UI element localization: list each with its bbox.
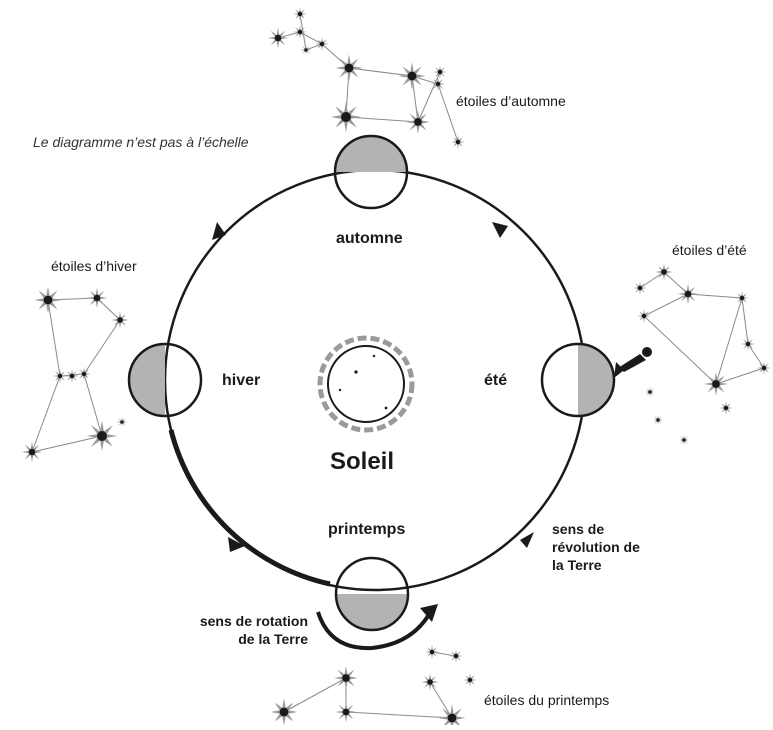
sun-label: Soleil (330, 448, 395, 475)
sunspot (372, 354, 376, 358)
star-icon (648, 390, 652, 394)
rotation-line-2: de la Terre (238, 631, 308, 647)
revolution-line-3: la Terre (552, 557, 602, 573)
star-icon (57, 373, 63, 379)
star-icon (453, 653, 459, 659)
star-icon (723, 405, 729, 411)
orbit-thick-segment (168, 429, 331, 587)
star-icon (429, 649, 435, 655)
star-icon (117, 317, 123, 323)
winter-label: hiver (222, 372, 261, 389)
star-icon (43, 295, 53, 305)
autumn-label: automne (336, 230, 403, 247)
earth-spring (334, 556, 410, 632)
star-icon (120, 420, 124, 424)
star-icon (761, 365, 767, 371)
spring-stars-label: étoiles du printemps (484, 692, 610, 708)
star-icon (682, 438, 686, 442)
earth-winter (127, 342, 203, 418)
star-icon (455, 139, 461, 145)
star-icon (97, 431, 107, 441)
star-icon (447, 713, 457, 723)
orbit-arrow-icon (228, 537, 245, 552)
constellation-summer (639, 271, 765, 385)
star-icon (69, 373, 75, 379)
star-icon (684, 290, 692, 298)
star-icon (274, 34, 282, 42)
star-icon (427, 679, 433, 685)
summer-label: été (484, 372, 508, 389)
star-icon (341, 112, 351, 122)
star-icon (407, 71, 417, 81)
orbit-arrow-icon (492, 222, 508, 238)
constellation-spring (283, 651, 457, 719)
star-icon (342, 674, 350, 682)
sun-glow (317, 335, 415, 433)
star-icon (467, 677, 473, 683)
star-icon (319, 41, 325, 47)
star-icon (437, 69, 443, 75)
scale-note: Le diagramme n’est pas à l’échelle (33, 134, 249, 150)
star-icon (656, 418, 660, 422)
orbit-arrow-icon (520, 532, 534, 548)
star-icon (93, 294, 101, 302)
star-icon (661, 269, 667, 275)
constellation-winter (31, 297, 121, 453)
star-icon (641, 313, 647, 319)
star-icon (712, 380, 720, 388)
rotation-line-1: sens de rotation (199, 613, 308, 629)
star-icon (297, 11, 303, 17)
star-icon (279, 707, 289, 717)
sunspot (354, 370, 358, 374)
star-icon (304, 48, 308, 52)
orbit-arrow-icon (212, 222, 226, 240)
star-icon (745, 341, 751, 347)
sun (327, 345, 405, 423)
stars (21, 7, 771, 730)
spring-label: printemps (328, 521, 406, 538)
rotation-arrow-icon (316, 611, 430, 651)
person-icon (614, 347, 652, 378)
star-icon (344, 63, 354, 73)
rotation-arrow-head (420, 604, 438, 622)
constellation-autumn (277, 13, 459, 143)
star-icon (637, 285, 643, 291)
revolution-line-1: sens de (552, 521, 605, 537)
revolution-line-2: révolution de (552, 539, 640, 555)
winter-stars-label: étoiles d’hiver (51, 258, 137, 274)
star-icon (435, 81, 441, 87)
revolution-label: sens de révolution de la Terre (552, 520, 640, 574)
rotation-label: sens de rotation de la Terre (164, 612, 308, 648)
star-icon (342, 708, 350, 716)
sunspot (338, 388, 342, 392)
star-icon (739, 295, 745, 301)
star-icon (81, 371, 87, 377)
earth-autumn (333, 134, 409, 210)
star-icon (414, 118, 422, 126)
earth-summer (540, 342, 616, 418)
star-icon (28, 448, 36, 456)
autumn-stars-label: étoiles d’automne (456, 93, 566, 109)
summer-stars-label: étoiles d’été (672, 242, 747, 258)
sunspot (384, 406, 388, 410)
star-icon (297, 29, 303, 35)
